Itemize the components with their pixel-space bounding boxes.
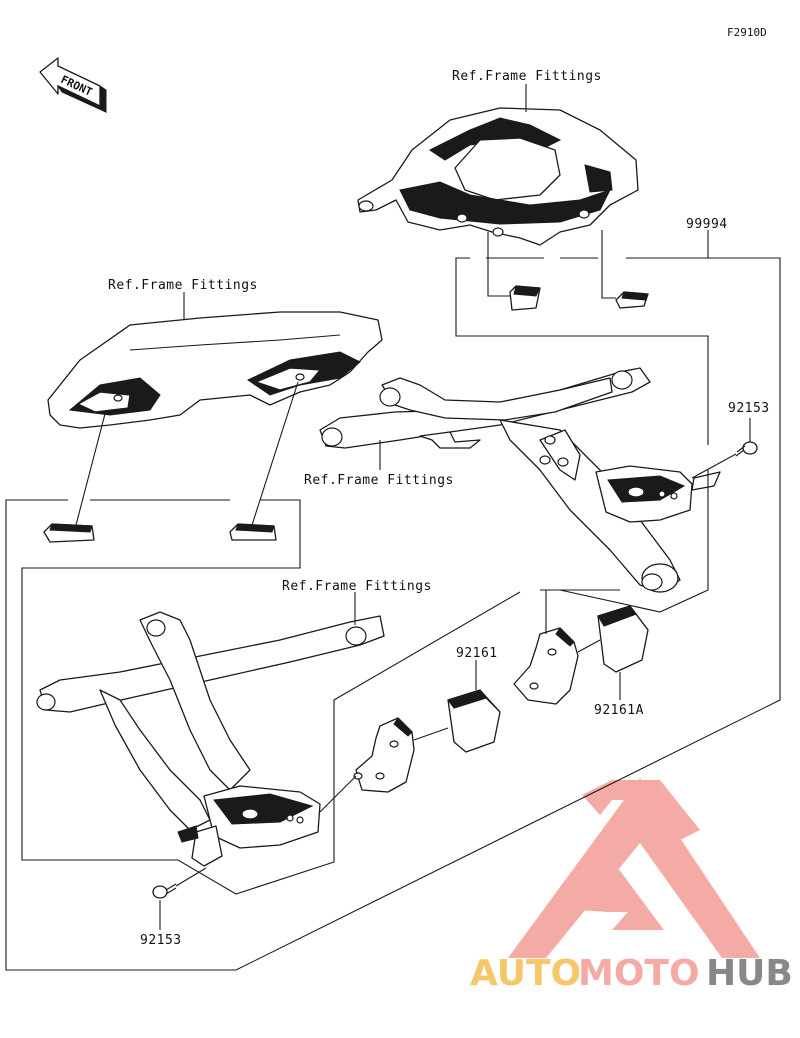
ref-frame-top-label: Ref.Frame Fittings [452,69,602,84]
watermark-logo: AUTO MOTO HUB [470,778,793,994]
bolt-92153-left [152,883,177,899]
bolt-92153-right [735,441,758,457]
frame-fitting-left [47,311,383,429]
part-92153-right-label: 92153 [728,401,770,416]
logo-inner-triangle [576,860,664,930]
slider-bracket-upper [319,367,721,593]
spacer-block-left [509,285,541,311]
front-arrow-icon: FRONT [39,57,107,114]
part-92153-left-label: 92153 [140,933,182,948]
part-92161A-label: 92161A [594,703,644,718]
spacer-block-lower-right [229,523,277,541]
logo-m-shape [582,780,700,840]
logo-outer-triangle [508,778,760,958]
frame-fitting-top [357,107,639,246]
figure-code: F2910D [727,26,767,39]
slider-pad-right [513,627,579,705]
ref-frame-mid-label: Ref.Frame Fittings [304,473,454,488]
slider-cap-92161 [447,689,501,753]
spacer-block-right [615,291,649,309]
ref-frame-lower-label: Ref.Frame Fittings [282,579,432,594]
leader-lines [5,84,781,971]
watermark-auto: AUTO [470,953,581,994]
part-92161-label: 92161 [456,646,498,661]
slider-bracket-lower [36,611,385,867]
slider-pad-left [353,717,415,793]
slider-cap-92161A [597,605,649,673]
watermark-hub: HUB [706,953,793,994]
part-99994-label: 99994 [686,217,728,232]
watermark-moto: MOTO [578,953,700,994]
spacer-block-lower-left [43,523,95,543]
ref-frame-left-label: Ref.Frame Fittings [108,278,258,293]
